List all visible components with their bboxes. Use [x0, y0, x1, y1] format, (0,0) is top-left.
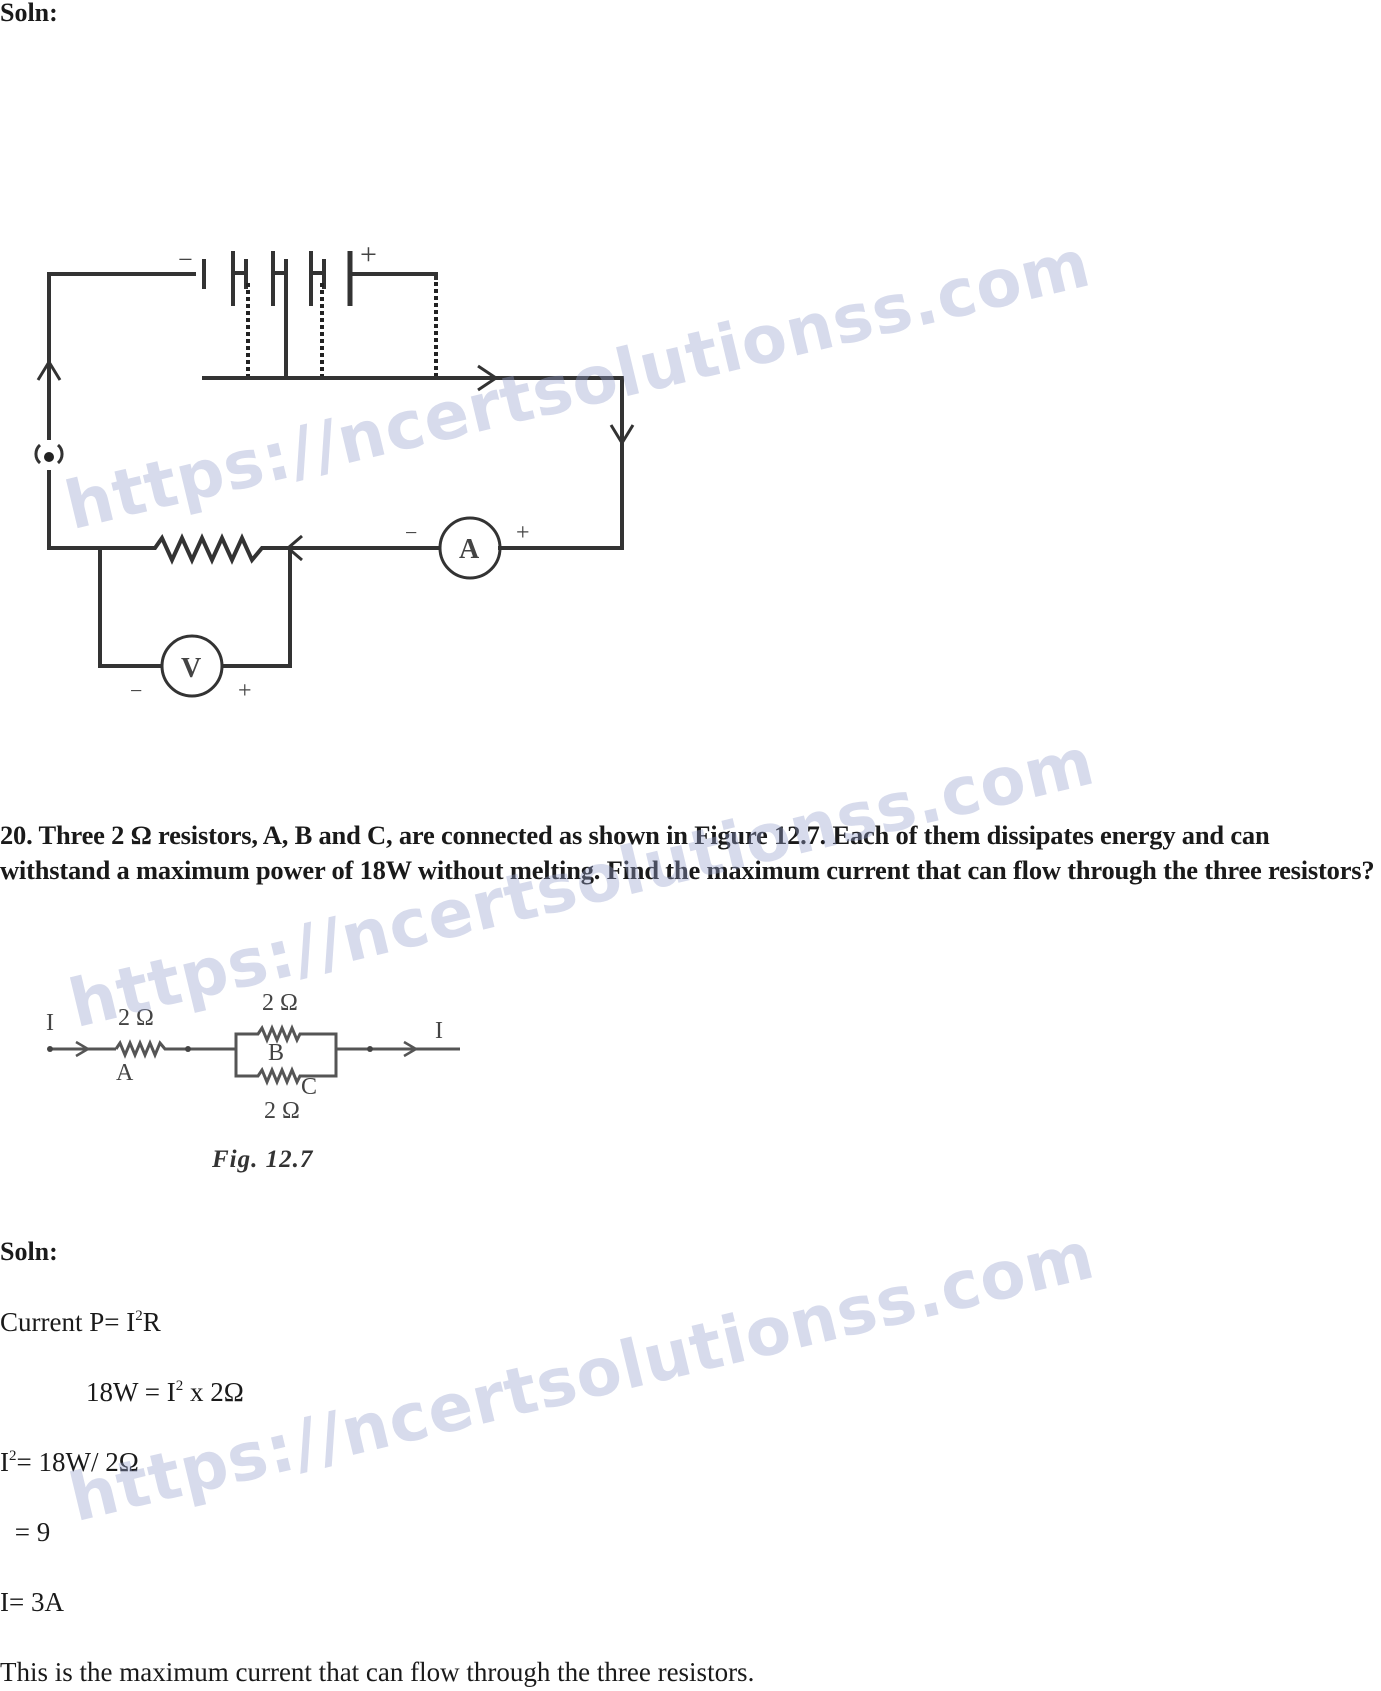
resistor-b-label: B	[268, 1040, 284, 1066]
ammeter-minus-sign: −	[405, 520, 417, 545]
battery-plus-sign: +	[360, 238, 377, 271]
equation-line: I2= 18W/ 2Ω	[0, 1447, 139, 1477]
voltmeter-label: V	[181, 653, 201, 684]
voltmeter-minus-sign: −	[130, 678, 142, 703]
solution-heading: Soln:	[0, 1237, 58, 1266]
resistor-network-svg: I I 2 Ω A 2 Ω B C 2 Ω	[46, 990, 460, 1124]
solution-heading: Soln:	[0, 0, 58, 27]
resistor-a-label: A	[116, 1060, 134, 1086]
current-out-label: I	[435, 1018, 443, 1044]
equation-line: 18W = I2 x 2Ω	[86, 1377, 244, 1407]
equation-line: = 9	[8, 1517, 51, 1547]
answer-line: I= 3A	[0, 1587, 64, 1617]
battery-minus-sign: −	[178, 245, 193, 274]
equation-line: Current P= I2R	[0, 1307, 161, 1337]
circuit-diagram-svg: − + A − + V − +	[34, 238, 635, 704]
current-in-label: I	[46, 1010, 54, 1036]
voltmeter-plus-sign: +	[238, 678, 252, 704]
conclusion-text: This is the maximum current that can flo…	[0, 1657, 755, 1687]
resistor-a-value: 2 Ω	[118, 1005, 154, 1031]
resistor-c-value: 2 Ω	[264, 1098, 300, 1124]
resistor-b-value: 2 Ω	[262, 990, 298, 1016]
ammeter-label: A	[459, 534, 480, 565]
question-20-text: 20. Three 2 Ω resistors, A, B and C, are…	[0, 820, 1375, 885]
ammeter-plus-sign: +	[516, 520, 530, 546]
resistor-c-label: C	[301, 1074, 317, 1100]
figure-caption: Fig. 12.7	[212, 1146, 314, 1173]
